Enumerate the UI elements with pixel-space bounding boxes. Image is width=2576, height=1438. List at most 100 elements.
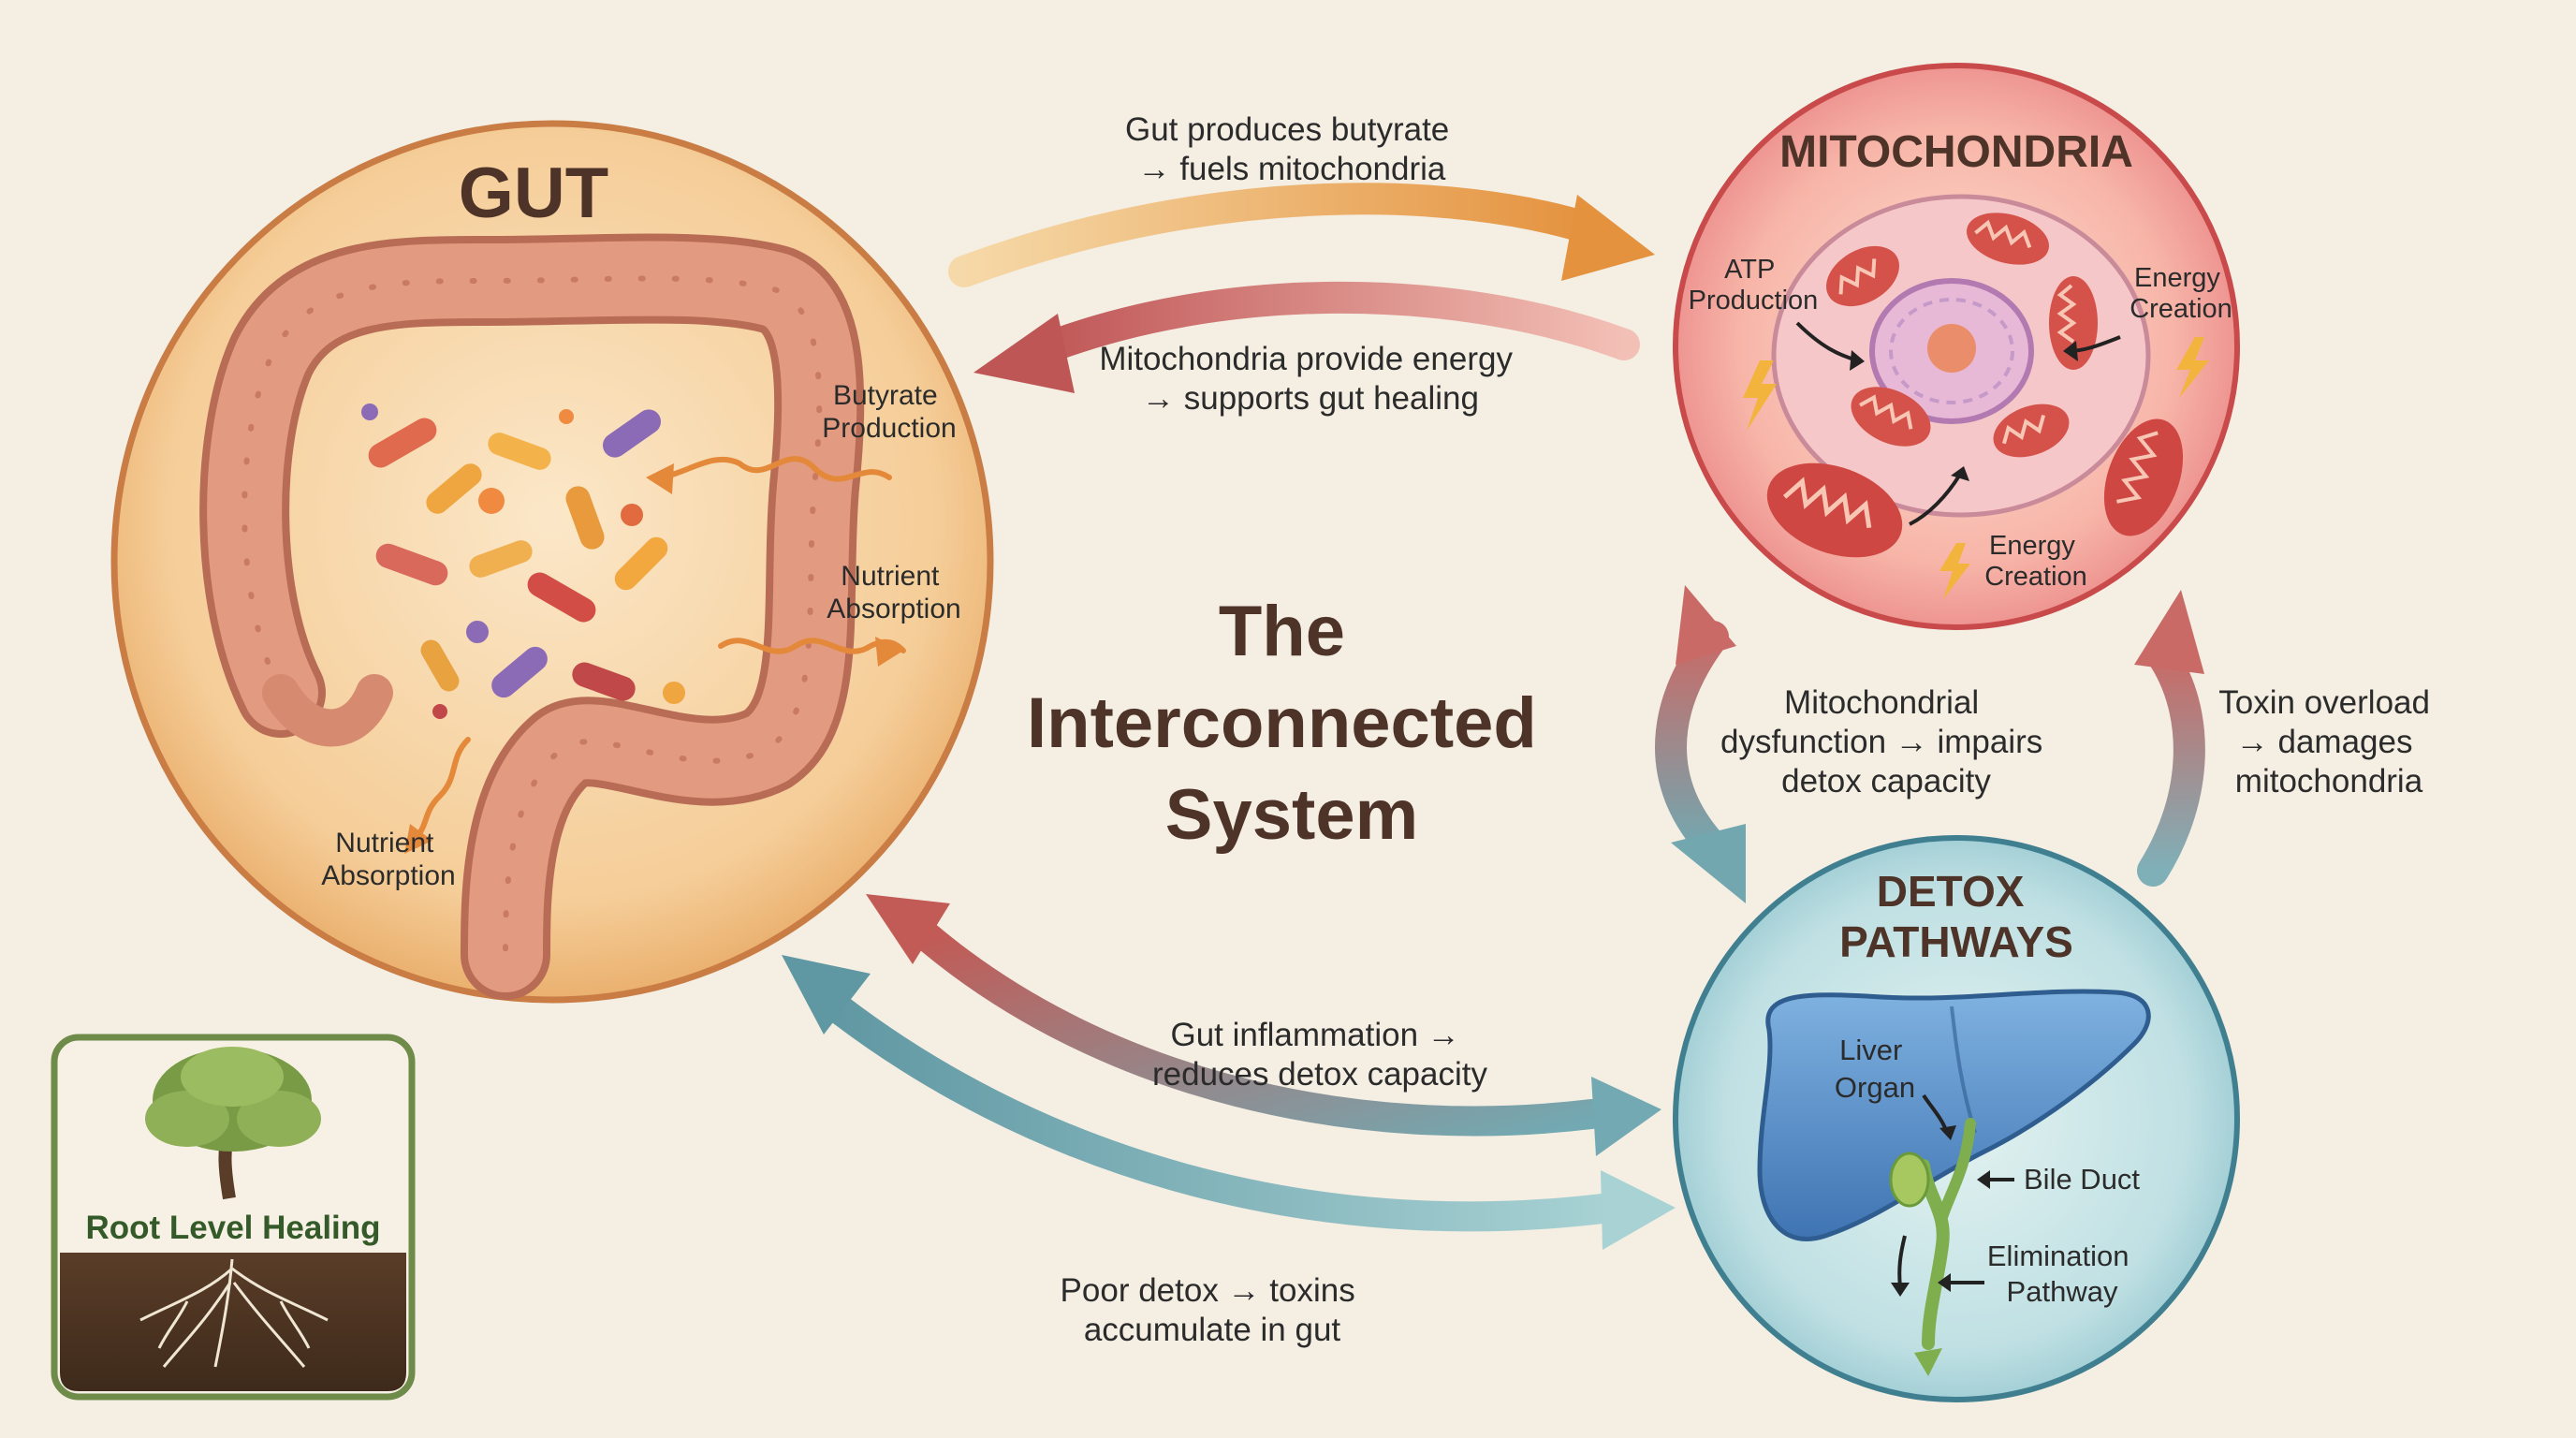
label-nutrient-absorption-right: Nutrient Absorption — [827, 561, 960, 624]
label-elim-line1: Elimination — [1987, 1240, 2130, 1272]
arrowhead-mitochondria-to-gut — [973, 314, 1075, 393]
arrowhead-gut-to-mitochondria — [1561, 195, 1655, 281]
arrowhead-gut-inflammation-start — [866, 894, 950, 964]
energy-bolt-icon — [2176, 337, 2209, 398]
label-nutrient-right-line1: Nutrient — [841, 561, 940, 592]
arrow-detox-to-mitochondria — [2137, 639, 2205, 887]
tree-icon — [145, 1047, 321, 1200]
page-title: The Interconnected System — [1027, 592, 1557, 855]
arrow-detox-to-gut — [809, 982, 1625, 1232]
label-atp-production: ATP Production — [1689, 255, 1819, 315]
label-liver-line2: Organ — [1835, 1071, 1915, 1104]
label-gut-to-mitochondria: Gut produces butyrate → fuels mitochondr… — [1125, 111, 1458, 187]
energy-bolt-icon — [1939, 543, 1970, 599]
label-nutrient-bottom-line1: Nutrient — [335, 828, 434, 858]
label-gut-to-detox-line1: Gut inflammation → — [1170, 1017, 1459, 1053]
pointer-head — [1951, 466, 1969, 481]
pointer-head — [2063, 341, 2078, 361]
mitochondrion — [1826, 245, 1899, 307]
label-butyrate-line1: Butyrate — [833, 380, 938, 411]
title-line2: Interconnected — [1027, 683, 1537, 763]
connection-arrows — [782, 183, 2205, 1250]
label-gut-to-mito-line2: → fuels mitochondria — [1138, 151, 1446, 187]
label-liver-line1: Liver — [1839, 1034, 1902, 1066]
detox-heading-line1: DETOX — [1877, 867, 2025, 916]
gut-heading: GUT — [459, 154, 608, 233]
pointer-head — [1850, 350, 1865, 371]
label-mito-to-gut-line2: → supports gut healing — [1142, 380, 1479, 417]
energy-bolt-icon — [1743, 360, 1777, 431]
arrowhead-butyrate — [646, 463, 674, 494]
mitochondrion — [1766, 462, 1903, 558]
label-energy-bottom-line1: Energy — [1989, 531, 2075, 561]
arrowhead-to-detox — [1671, 824, 1746, 903]
mitochondria-heading: MITOCHONDRIA — [1779, 127, 2133, 177]
arrowhead-gut-to-detox — [1591, 1077, 1661, 1156]
gut-bacteria — [361, 404, 685, 719]
label-mitochondria-to-gut: Mitochondria provide energy → supports g… — [1099, 341, 1521, 417]
label-energy-bottom-line2: Creation — [1984, 562, 2087, 592]
liver-illustration — [1757, 989, 2151, 1376]
label-atp-line2: Production — [1689, 286, 1819, 315]
label-elimination-pathway: Elimination Pathway — [1987, 1240, 2137, 1308]
pointer-head — [1938, 1273, 1951, 1292]
arrowhead-poor-detox-end — [1601, 1170, 1676, 1250]
label-gut-to-detox-line2: reduces detox capacity — [1152, 1056, 1487, 1093]
label-detox-to-gut-line2: accumulate in gut — [1084, 1312, 1341, 1348]
label-gut-inflammation: Gut inflammation → reduces detox capacit… — [1152, 1017, 1487, 1093]
label-toxin-line2: → damages — [2236, 724, 2413, 760]
label-liver-organ: Liver Organ — [1835, 1034, 1915, 1104]
title-line1: The — [1219, 592, 1345, 671]
label-toxin-line3: mitochondria — [2235, 763, 2423, 800]
arrowhead-nutrient-bottom — [404, 824, 432, 854]
gut-flow-arrows — [409, 456, 906, 845]
label-mito-detox-line2: dysfunction → impairs — [1720, 724, 2042, 760]
label-butyrate-production: Butyrate Production — [822, 380, 956, 444]
label-energy-creation-bottom: Energy Creation — [1984, 531, 2087, 592]
title-line3: System — [1165, 775, 1418, 855]
label-elim-line2: Pathway — [2007, 1275, 2118, 1308]
pointer-head — [1939, 1125, 1956, 1140]
mitochondrion — [2103, 418, 2184, 536]
arrowhead-nutrient-right — [875, 637, 903, 667]
label-gut-to-mito-line1: Gut produces butyrate — [1125, 111, 1449, 148]
label-mito-detox-line1: Mitochondrial — [1784, 684, 1979, 721]
label-butyrate-line2: Production — [822, 413, 956, 444]
label-toxin-overload: Toxin overload → damages mitochondria — [2218, 684, 2438, 800]
label-energy-right-line2: Creation — [2130, 294, 2232, 324]
arrow-gut-to-detox — [912, 921, 1606, 1137]
label-nutrient-bottom-line2: Absorption — [321, 860, 455, 891]
mitochondrion — [1993, 404, 2070, 458]
label-mitochondrial-dysfunction: Mitochondrial dysfunction → impairs deto… — [1720, 684, 2052, 800]
detox-heading: DETOX PATHWAYS — [1839, 867, 2073, 966]
arrowhead-to-mitochondria — [1676, 585, 1736, 665]
arrow-gut-to-mitochondria — [948, 183, 1607, 287]
label-nutrient-absorption-bottom: Nutrient Absorption — [321, 828, 455, 891]
roots-icon — [139, 1258, 329, 1368]
label-toxin-line1: Toxin overload — [2218, 684, 2430, 721]
detox-heading-line2: PATHWAYS — [1839, 917, 2073, 966]
pointer-head — [1977, 1170, 1990, 1189]
label-bile-duct: Bile Duct — [2024, 1163, 2140, 1196]
arrow-mitochondria-to-gut — [1023, 281, 1640, 367]
cell-illustration — [1743, 194, 2209, 599]
colon-illustration — [199, 233, 865, 1000]
logo-text: Root Level Healing — [85, 1210, 380, 1246]
label-poor-detox: Poor detox → toxins accumulate in gut — [1061, 1272, 1365, 1348]
mitochondria-node: MITOCHONDRIA — [1673, 63, 2240, 630]
root-level-healing-logo: Root Level Healing — [51, 1034, 416, 1401]
label-nutrient-right-line2: Absorption — [827, 594, 960, 624]
arrow-mitochondria-detox-link — [1655, 621, 1729, 863]
detox-node: DETOX PATHWAYS Liver Organ Bile Duct — [1673, 835, 2240, 1402]
gut-node: GUT — [110, 120, 994, 1004]
label-energy-right-line1: Energy — [2134, 263, 2220, 293]
mitochondrion — [2049, 276, 2098, 370]
mitochondrion — [1967, 213, 2049, 265]
label-mito-to-gut-line1: Mitochondria provide energy — [1099, 341, 1513, 377]
mitochondrion — [1851, 387, 1931, 447]
label-detox-to-gut-line1: Poor detox → toxins — [1061, 1272, 1355, 1309]
pointer-head — [1891, 1283, 1910, 1297]
label-energy-creation-right: Energy Creation — [2130, 263, 2232, 324]
label-atp-line1: ATP — [1724, 255, 1775, 285]
